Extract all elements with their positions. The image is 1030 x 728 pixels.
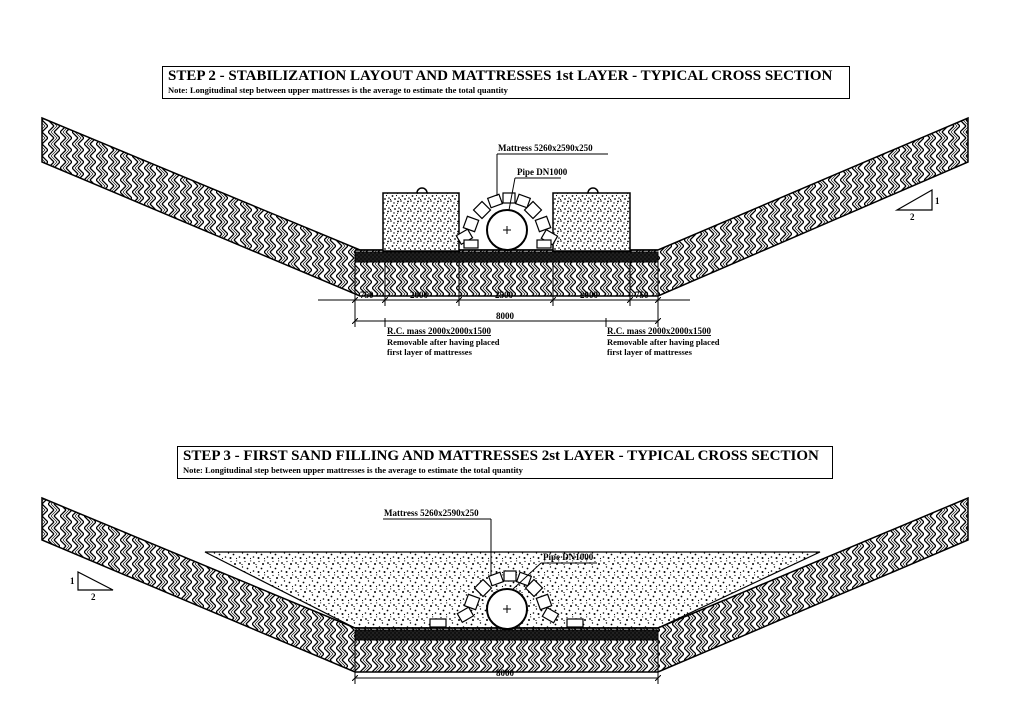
step3-note: Note: Longitudinal step between upper ma… — [183, 465, 523, 475]
step2-rc-left-line2: first layer of mattresses — [387, 347, 473, 357]
step2-dim-2000-right: 2000 — [580, 290, 599, 300]
step2-mattress-label: Mattress 5260x2590x250 — [498, 143, 593, 153]
step3-slope-run: 2 — [91, 592, 96, 602]
step2-hook-left — [416, 187, 428, 194]
step2-pipe-label: Pipe DN1000 — [517, 167, 568, 177]
step3-bedding — [354, 629, 659, 641]
step3-title: STEP 3 - FIRST SAND FILLING AND MATTRESS… — [183, 448, 819, 464]
step2-section: Mattress 5260x2590x250 Pipe DN1000 1 2 — [41, 116, 969, 357]
step2-rc-right-line2: first layer of mattresses — [607, 347, 693, 357]
step2-note: Note: Longitudinal step between upper ma… — [168, 85, 508, 95]
step2-rc-left-line1: Removable after having placed — [387, 337, 500, 347]
step2-rc-right-line1: Removable after having placed — [607, 337, 720, 347]
step3-slope-rise: 1 — [70, 576, 75, 586]
step2-rc-left-title: R.C. mass 2000x2000x1500 — [387, 326, 492, 336]
step3-title-box: STEP 3 - FIRST SAND FILLING AND MATTRESS… — [177, 446, 833, 479]
step2-dim-750-left: 750 — [360, 290, 374, 300]
step2-dim-2000-left: 2000 — [410, 290, 429, 300]
step2-dimensions — [318, 262, 690, 327]
step2-title: STEP 2 - STABILIZATION LAYOUT AND MATTRE… — [168, 68, 833, 84]
step2-hook-right — [587, 187, 599, 194]
step3-slope-indicator: 1 2 — [70, 571, 114, 602]
step3-mattress-label: Mattress 5260x2590x250 — [384, 508, 479, 518]
step2-rc-mass-left — [382, 192, 460, 252]
step2-dim-8000: 8000 — [496, 311, 515, 321]
step3-pipe-label: Pipe DN1000 — [543, 552, 594, 562]
step2-dim-750-right: 750 — [635, 290, 649, 300]
step2-slope-rise: 1 — [935, 196, 940, 206]
step2-bedding — [354, 251, 659, 263]
step2-rc-right-title: R.C. mass 2000x2000x1500 — [607, 326, 712, 336]
step3-mattress-arch — [429, 570, 584, 628]
step2-slope-run: 2 — [910, 212, 915, 222]
step2-slope-indicator: 1 2 — [894, 188, 940, 222]
step2-title-box: STEP 2 - STABILIZATION LAYOUT AND MATTRE… — [162, 66, 850, 99]
step3-section: Mattress 5260x2590x250 Pipe DN1000 1 2 8… — [41, 496, 969, 684]
step3-dim-8000: 8000 — [496, 668, 515, 678]
step2-dim-2500: 2500 — [495, 290, 514, 300]
step2-rc-mass-right — [552, 192, 631, 252]
step3-dimensions — [355, 640, 658, 684]
step2-mattress-arch — [455, 192, 559, 249]
